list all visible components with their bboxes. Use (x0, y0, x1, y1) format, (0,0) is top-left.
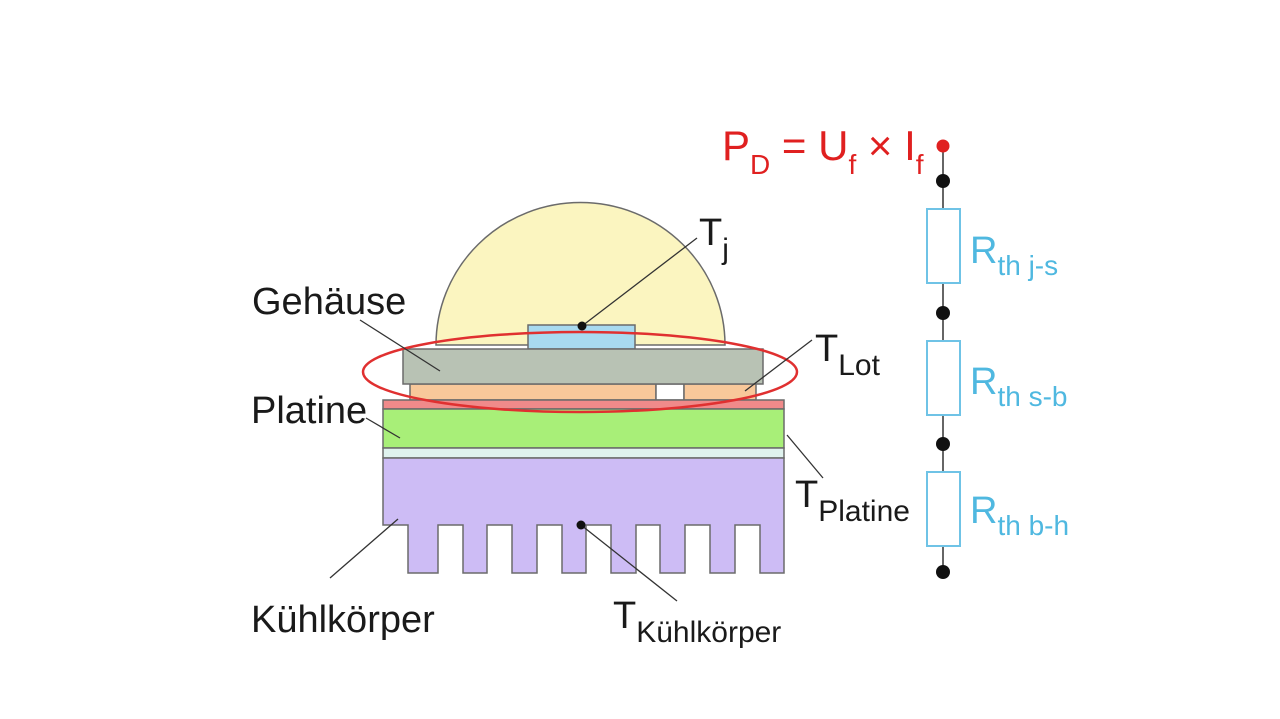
formula-times: × I (856, 122, 916, 169)
node-heatsink (936, 565, 950, 579)
label-tj-main: T (699, 212, 723, 254)
leader-tplatine (786, 434, 824, 479)
label-tplatine: TPlatine (795, 474, 910, 527)
resistor-label-s-b: Rth s-b (970, 361, 1067, 411)
resistor-b-h (926, 471, 961, 547)
label-tlot-sub: Lot (838, 349, 880, 382)
resistor-j-s (926, 208, 961, 284)
leader-platine (365, 417, 401, 439)
formula-p: P (722, 122, 751, 169)
heatsink (382, 457, 785, 574)
resistor-label-sub: th b-h (997, 510, 1070, 541)
formula-p-sub: D (750, 149, 771, 180)
resistor-label-main: R (970, 230, 998, 272)
label-tj-sub: j (722, 233, 729, 266)
led-housing (402, 348, 764, 385)
resistor-label-main: R (970, 490, 998, 532)
resistor-label-main: R (970, 361, 998, 403)
leader-kuehlkoerper (329, 518, 399, 579)
label-platine: Platine (251, 390, 368, 432)
leader-tlot (744, 339, 813, 392)
node-power (936, 139, 950, 153)
label-gehaeuse: Gehäuse (252, 281, 407, 323)
solder-interface-highlight (361, 330, 799, 414)
resistor-s-b (926, 340, 961, 416)
node-junction (936, 174, 950, 188)
point-tj (577, 321, 587, 331)
label-tkuehl-main: T (613, 595, 637, 637)
resistor-label-b-h: Rth b-h (970, 490, 1069, 540)
label-tj: Tj (699, 212, 729, 265)
resistor-label-sub: th s-b (997, 381, 1068, 412)
formula-eq: = U (770, 122, 849, 169)
thermal-interface (382, 447, 785, 459)
label-tlot: TLot (815, 328, 880, 381)
leader-tj (581, 237, 698, 327)
solder-pad-left (409, 383, 657, 401)
resistor-label-j-s: Rth j-s (970, 230, 1058, 280)
led-dome (435, 201, 726, 346)
power-formula: PD = Uf × If (722, 122, 924, 179)
label-tkuehl-sub: Kühlkörper (636, 616, 782, 649)
formula-u-sub: f (848, 149, 857, 180)
label-tlot-main: T (815, 328, 839, 370)
leader-tkuehl (580, 524, 678, 602)
node-board (936, 437, 950, 451)
formula-i-sub: f (915, 149, 924, 180)
resistor-label-sub: th j-s (997, 250, 1059, 281)
point-tkuehl (576, 520, 586, 530)
solder-gap (655, 383, 685, 401)
node-solder (936, 306, 950, 320)
label-tkuehlkoerper: TKühlkörper (613, 595, 781, 648)
label-kuehlkoerper: Kühlkörper (251, 599, 435, 641)
label-tplatine-main: T (795, 474, 819, 516)
leader-gehaeuse (359, 319, 441, 372)
pcb-body (382, 408, 785, 449)
label-tplatine-sub: Platine (818, 495, 910, 528)
